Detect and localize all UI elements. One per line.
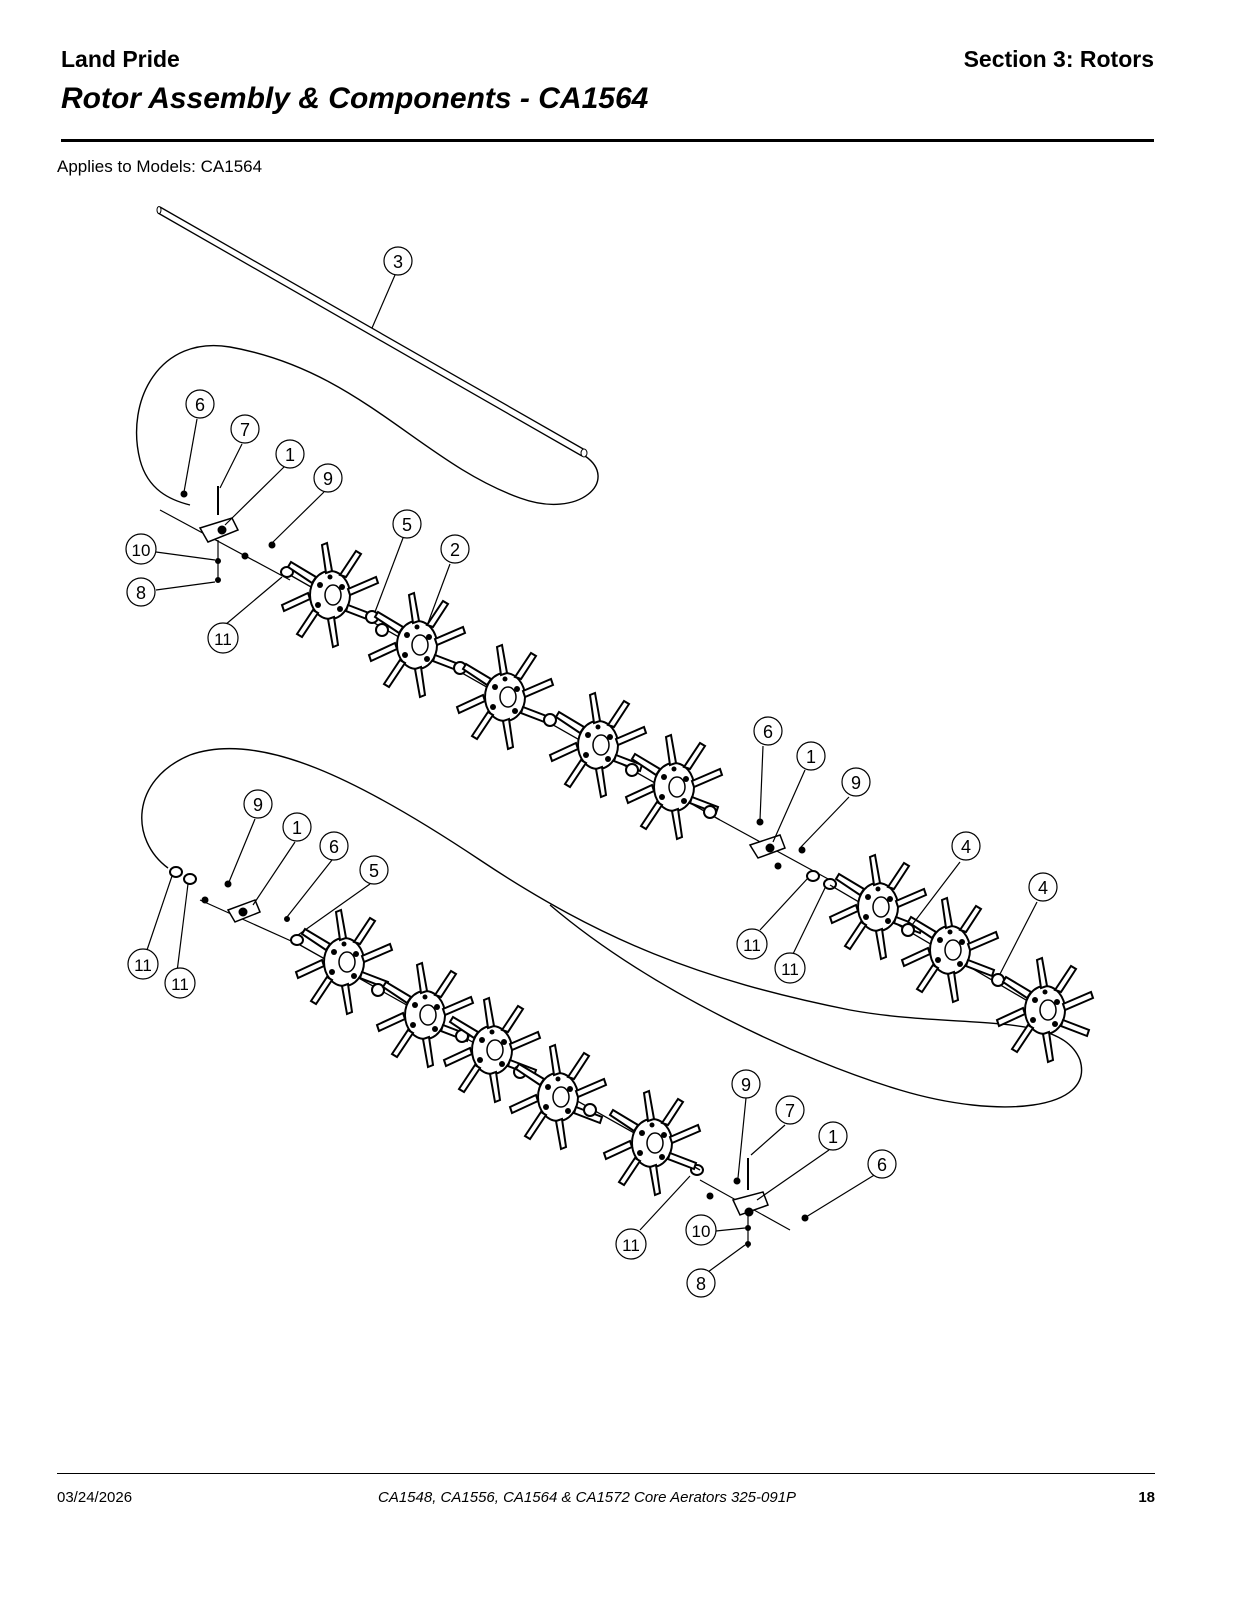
callout-9: 9: [313, 463, 343, 493]
footer-rule: [57, 1473, 1155, 1474]
rotor-tine-wheel: [901, 897, 999, 1003]
svg-text:11: 11: [134, 956, 152, 975]
svg-text:9: 9: [851, 773, 861, 793]
callout-4: 4: [951, 831, 981, 861]
callout-6: 6: [753, 716, 783, 746]
callout-11: 11: [164, 967, 196, 999]
svg-text:7: 7: [240, 420, 250, 440]
callout-5: 5: [359, 855, 389, 885]
callout-6: 6: [319, 831, 349, 861]
svg-text:2: 2: [450, 540, 460, 560]
callout-1: 1: [282, 812, 312, 842]
svg-text:1: 1: [806, 747, 816, 767]
svg-text:9: 9: [323, 469, 333, 489]
callout-4: 4: [1028, 872, 1058, 902]
callout-9: 9: [243, 789, 273, 819]
lower-wrap-curve: [141, 747, 1083, 1108]
spacer: [375, 623, 389, 637]
callout-10: 10: [125, 533, 157, 565]
callout-11: 11: [774, 952, 806, 984]
applies-to-models: Applies to Models: CA1564: [57, 157, 263, 176]
svg-text:8: 8: [696, 1274, 706, 1294]
callout-leaders: [146, 274, 1038, 1273]
callout-7: 7: [230, 414, 260, 444]
rotor-tine-wheel: [281, 542, 379, 648]
callout-3: 3: [383, 246, 413, 276]
page-title: Rotor Assembly & Components - CA1564: [61, 82, 649, 115]
rotor-tine-wheel: [625, 734, 723, 840]
svg-text:5: 5: [369, 861, 379, 881]
spacer: [583, 1103, 597, 1117]
svg-text:6: 6: [877, 1155, 887, 1175]
callout-8: 8: [126, 577, 156, 607]
footer-document-title: CA1548, CA1556, CA1564 & CA1572 Core Aer…: [378, 1489, 797, 1506]
svg-text:11: 11: [781, 960, 799, 979]
svg-text:4: 4: [1038, 878, 1048, 898]
svg-text:3: 3: [393, 252, 403, 272]
rotor-row-right: [829, 854, 1094, 1063]
svg-text:11: 11: [214, 630, 232, 649]
callout-1: 1: [275, 439, 305, 469]
callout-5: 5: [392, 509, 422, 539]
spacer: [625, 763, 639, 777]
callout-6: 6: [185, 389, 215, 419]
rotor-row-lower: [295, 909, 701, 1196]
rotor-shaft: [156, 206, 588, 458]
svg-text:11: 11: [171, 975, 189, 994]
svg-text:1: 1: [285, 445, 295, 465]
page-number: 18: [1138, 1489, 1155, 1506]
rotor-tine-wheel: [456, 644, 554, 750]
callout-1: 1: [796, 741, 826, 771]
svg-text:8: 8: [136, 583, 146, 603]
svg-text:9: 9: [253, 795, 263, 815]
rotor-tine-wheel: [443, 997, 541, 1103]
svg-text:10: 10: [132, 541, 151, 560]
upper-wrap-curve: [135, 344, 599, 506]
callout-11: 11: [207, 622, 239, 654]
hardware-upper-left: [159, 486, 294, 583]
svg-text:5: 5: [402, 515, 412, 535]
callout-8: 8: [686, 1268, 716, 1298]
callout-9: 9: [731, 1069, 761, 1099]
callout-1: 1: [818, 1121, 848, 1151]
svg-text:11: 11: [622, 1236, 640, 1255]
rotor-tine-wheel: [368, 592, 466, 698]
rotor-tine-wheel: [996, 957, 1094, 1063]
svg-text:6: 6: [195, 395, 205, 415]
svg-text:6: 6: [329, 837, 339, 857]
svg-text:1: 1: [292, 818, 302, 838]
callout-11: 11: [127, 948, 159, 980]
spacer: [371, 983, 385, 997]
rotor-row-upper: [281, 542, 723, 840]
callout-6: 6: [867, 1149, 897, 1179]
svg-text:9: 9: [741, 1075, 751, 1095]
svg-text:4: 4: [961, 837, 971, 857]
rotor-tine-wheel: [603, 1090, 701, 1196]
rotor-tine-wheel: [376, 962, 474, 1068]
footer-date: 03/24/2026: [57, 1489, 133, 1506]
svg-text:11: 11: [743, 936, 761, 955]
brand-name: Land Pride: [61, 46, 180, 72]
callout-7: 7: [775, 1095, 805, 1125]
svg-text:6: 6: [763, 722, 773, 742]
svg-text:10: 10: [692, 1222, 711, 1241]
spacer: [991, 973, 1005, 987]
svg-text:7: 7: [785, 1101, 795, 1121]
callout-9: 9: [841, 767, 871, 797]
rotor-tine-wheel: [549, 692, 647, 798]
hardware-lower-left: [169, 866, 304, 946]
callout-11: 11: [615, 1228, 647, 1260]
spacer: [703, 805, 717, 819]
spacer: [543, 713, 557, 727]
svg-text:1: 1: [828, 1127, 838, 1147]
callout-11: 11: [736, 928, 768, 960]
rotor-tine-wheel: [509, 1044, 607, 1150]
section-title: Section 3: Rotors: [963, 46, 1154, 72]
callout-bubbles: 3 6 7 1 9 10 8 11 5 2 6 1 9 4 4 11 11 9 …: [125, 246, 1058, 1298]
header-rule: [61, 139, 1154, 142]
rotor-tine-wheel: [829, 854, 927, 960]
callout-10: 10: [685, 1214, 717, 1246]
callout-2: 2: [440, 534, 470, 564]
